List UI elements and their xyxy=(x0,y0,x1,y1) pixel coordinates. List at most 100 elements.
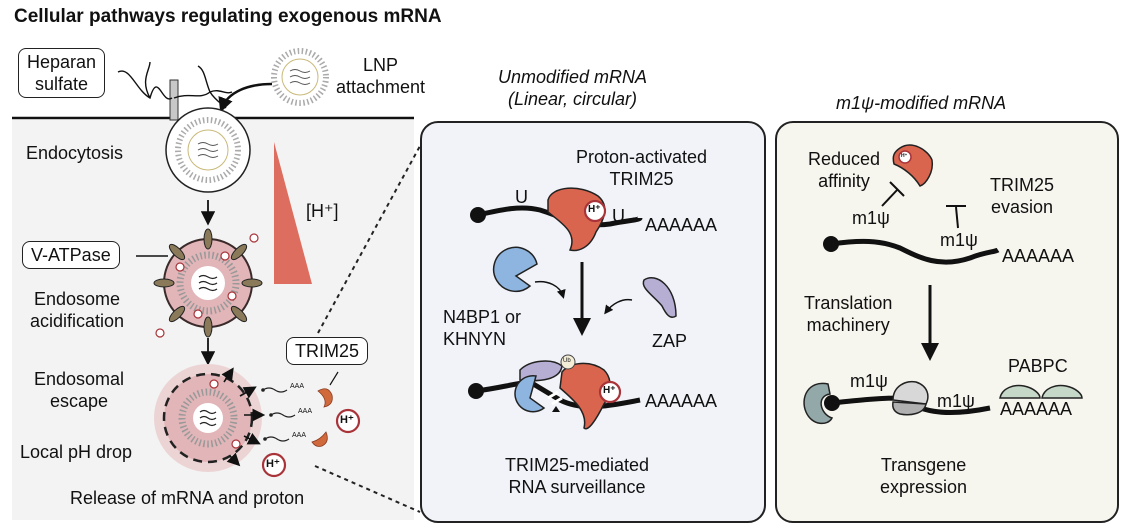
membrane-protein-icon xyxy=(169,79,179,121)
modified-mrna-heading: m1ψ-modified mRNA xyxy=(836,93,1007,113)
lnp-line-1: LNP xyxy=(363,55,399,75)
trim25-leader xyxy=(329,371,339,386)
translation-machinery-label: Translation machinery xyxy=(804,292,892,336)
proton-text: H⁺ xyxy=(588,204,601,215)
heparan-sulfate-label: Heparan sulfate xyxy=(18,48,106,98)
proton-activated-line-2: TRIM25 xyxy=(609,169,674,189)
unmodified-mrna-panel xyxy=(420,121,766,523)
inhibition-line-1 xyxy=(881,188,899,207)
endosome-acidification-label: Endosome acidification xyxy=(30,288,124,332)
polya-tail-label: AAAAAA xyxy=(1002,246,1075,266)
reduced-affinity-label: Reduced affinity xyxy=(808,148,880,192)
proton-icon xyxy=(335,408,361,434)
modified-mrna-panel xyxy=(775,121,1119,523)
proton-icon xyxy=(583,199,607,223)
v-atpase-label: V-ATPase xyxy=(22,241,120,269)
endocytosis-label: Endocytosis xyxy=(26,143,124,163)
uridine-label: U xyxy=(612,206,625,226)
heading-line-1: Unmodified mRNA xyxy=(498,67,648,87)
polya-small-1: AAA xyxy=(290,383,305,390)
cap-binding-protein-icon xyxy=(803,382,834,425)
zap-label: ZAP xyxy=(652,331,688,351)
ribosome-large-subunit-icon xyxy=(892,380,929,405)
zap-arrow xyxy=(604,298,633,315)
caption-line-1: TRIM25-mediated xyxy=(505,455,650,475)
attachment-arrow xyxy=(218,82,273,113)
transgene-line-2: expression xyxy=(880,477,968,497)
inhibition-line-2 xyxy=(955,206,959,229)
uridine-label: U xyxy=(515,187,528,207)
transgene-line-1: Transgene xyxy=(880,455,967,475)
ribosome-small-subunit-icon xyxy=(892,401,927,416)
proton-text: H⁺ xyxy=(340,414,354,426)
heparan-line-1: Heparan xyxy=(27,52,97,72)
reduced-line-2: affinity xyxy=(818,171,870,191)
m1psi-label: m1ψ xyxy=(850,371,888,391)
trim25-small-icon xyxy=(317,388,333,408)
acidification-line-1: Endosome xyxy=(34,289,121,309)
n4bp1-line-2: KHNYN xyxy=(443,329,507,349)
n4bp1-bound-icon xyxy=(514,375,546,413)
evasion-line-2: evasion xyxy=(990,197,1054,217)
lnp-icon xyxy=(271,48,329,106)
polya-tail-label: AAAAAA xyxy=(1000,399,1073,419)
proton-gradient-triangle xyxy=(274,142,312,284)
proton-icon xyxy=(261,452,287,478)
modified-mrna-strand xyxy=(830,238,1000,265)
cleavage-arrowhead xyxy=(552,406,560,412)
polya-small-3: AAA xyxy=(292,432,307,439)
proton-gradient-label: [H⁺] xyxy=(306,201,339,221)
polya-tail-label: AAAAAA xyxy=(645,215,718,235)
trim25-label: TRIM25 xyxy=(286,337,369,365)
evasion-line-1: TRIM25 xyxy=(990,175,1055,195)
reduced-line-1: Reduced xyxy=(808,149,881,169)
pabpc-protein-icon xyxy=(999,384,1041,399)
trim25-small-icon xyxy=(311,431,328,447)
proton-activated-line-1: Proton-activated xyxy=(576,147,708,167)
n4bp1-protein-icon xyxy=(492,246,538,293)
endocytic-vesicle-icon xyxy=(165,107,251,193)
lnp-line-2: attachment xyxy=(336,77,426,97)
translation-line-1: Translation xyxy=(804,293,893,313)
polya-small-2: AAA xyxy=(298,408,313,415)
heparan-sulfate-chains-icon xyxy=(117,61,233,109)
escape-line-1: Endosomal xyxy=(34,369,125,389)
surveillance-caption: TRIM25-mediated RNA surveillance xyxy=(505,454,649,498)
zoom-guide-top xyxy=(317,145,421,334)
release-label: Release of mRNA and proton xyxy=(70,488,305,508)
escape-line-2: escape xyxy=(50,391,109,411)
ubiquitin-icon xyxy=(560,354,576,370)
acidification-line-2: acidification xyxy=(30,311,125,331)
proton-text: H⁺ xyxy=(603,385,616,396)
proton-activated-trim25-label: Proton-activated TRIM25 xyxy=(576,146,707,190)
translation-line-2: machinery xyxy=(806,315,890,335)
proton-icon xyxy=(598,380,622,404)
endosomal-escape-label: Endosomal escape xyxy=(34,368,124,412)
cleavage-mark xyxy=(547,390,563,406)
figure-title: Cellular pathways regulating exogenous m… xyxy=(14,6,442,27)
pabpc-protein-icon xyxy=(1041,384,1083,399)
m1psi-label: m1ψ xyxy=(937,391,975,411)
transgene-expression-caption: Transgene expression xyxy=(880,454,967,498)
trim25-bound-icon xyxy=(559,362,611,430)
trim25-protein-icon xyxy=(892,144,934,187)
released-mrna-strands xyxy=(262,387,296,442)
caption-line-2: RNA surveillance xyxy=(508,477,646,497)
ubiquitin-text: Ub xyxy=(563,358,571,364)
m1psi-label: m1ψ xyxy=(852,208,890,228)
inhibition-bar-1 xyxy=(889,181,905,197)
proton-text: H⁺ xyxy=(901,153,908,159)
zap-protein-icon xyxy=(642,277,677,318)
heparan-line-2: sulfate xyxy=(35,74,89,94)
polya-tail-label: AAAAAA xyxy=(645,391,718,411)
m1psi-label: m1ψ xyxy=(940,230,978,250)
n4bp1-khnyn-label: N4BP1 or KHNYN xyxy=(443,306,521,350)
trim25-evasion-label: TRIM25 evasion xyxy=(990,174,1054,218)
local-ph-drop-label: Local pH drop xyxy=(20,442,133,462)
proton-text: H⁺ xyxy=(266,458,280,470)
lnp-attachment-label: LNP attachment xyxy=(336,54,425,98)
escaping-endosome-icon xyxy=(154,364,266,472)
pabpc-label: PABPC xyxy=(1008,356,1068,376)
acidifying-endosome-icon xyxy=(153,228,263,338)
